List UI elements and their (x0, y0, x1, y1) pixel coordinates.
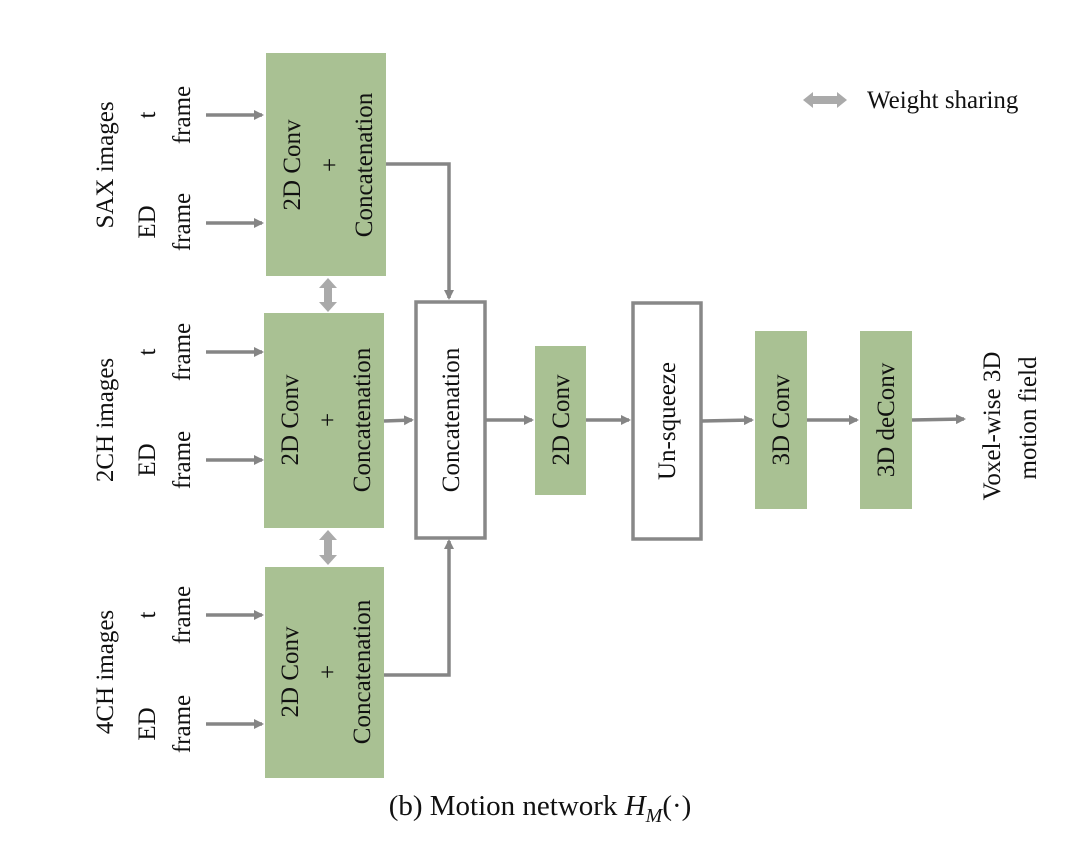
pipeline-label: 3D Conv (768, 374, 795, 465)
view-label: SAX images (92, 101, 119, 228)
encoder-block-sax: 2D Conv + Concatenation (266, 53, 386, 276)
pipeline-label: 3D deConv (873, 362, 900, 477)
frame-label: frame (169, 586, 196, 644)
encoder-line3: Concatenation (351, 92, 378, 237)
pipeline-3d-deconv: 3D deConv (860, 331, 912, 509)
figure-caption: (b) Motion network HM(·) (0, 790, 1080, 828)
view-label: 4CH images (92, 610, 119, 734)
input-group-4ch: 4CH images t frame ED frame (92, 586, 264, 753)
legend-label: Weight sharing (867, 87, 1019, 114)
connector-2ch-to-concat (383, 415, 414, 426)
connector-4ch-to-concat (384, 539, 454, 677)
frame-label: frame (169, 86, 196, 144)
frame-label: frame (169, 323, 196, 381)
frame-label: frame (169, 431, 196, 489)
output-line2: motion field (1015, 356, 1042, 479)
legend: Weight sharing (803, 87, 1019, 114)
encoder-plus: + (315, 665, 342, 679)
pipeline-concatenation: Concatenation (414, 300, 487, 540)
output-label: Voxel-wise 3D motion field (979, 352, 1042, 501)
encoder-line3: Concatenation (349, 347, 376, 492)
input-group-sax: SAX images t frame ED frame (92, 86, 264, 251)
ed-label: ED (134, 707, 161, 740)
ed-label: ED (134, 205, 161, 238)
weight-sharing-arrow (319, 278, 337, 312)
caption-math-subscript: M (645, 804, 663, 827)
caption-math-args: (·) (662, 790, 692, 822)
pipeline-unsqueeze: Un-squeeze (631, 301, 703, 541)
t-label: t (134, 111, 161, 118)
caption-prefix: (b) Motion network (388, 790, 625, 822)
encoder-line3: Concatenation (349, 599, 376, 744)
encoder-block-4ch: 2D Conv + Concatenation (265, 567, 384, 778)
caption-math-symbol: H (624, 790, 646, 822)
pipeline-label: Un-squeeze (654, 362, 681, 480)
frame-label: frame (169, 193, 196, 251)
encoder-plus: + (317, 158, 344, 172)
pipeline-3d-conv: 3D Conv (755, 331, 807, 509)
encoder-plus: + (315, 413, 342, 427)
encoder-line1: 2D Conv (277, 374, 304, 465)
view-label: 2CH images (92, 358, 119, 482)
t-label: t (134, 348, 161, 355)
arrow-unsqueeze-to-3dconv (701, 415, 754, 426)
double-arrow-icon (803, 92, 847, 108)
input-group-2ch: 2CH images t frame ED frame (92, 323, 264, 489)
encoder-line1: 2D Conv (277, 626, 304, 717)
pipeline-2d-conv: 2D Conv (535, 346, 586, 495)
encoder-line1: 2D Conv (279, 119, 306, 210)
encoder-block-2ch: 2D Conv + Concatenation (264, 313, 384, 528)
ed-label: ED (134, 443, 161, 476)
connector-sax-to-concat (386, 162, 454, 300)
pipeline-label: Concatenation (438, 347, 465, 492)
frame-label: frame (169, 695, 196, 753)
arrow-3ddeconv-to-output (911, 414, 966, 425)
t-label: t (134, 611, 161, 618)
pipeline-label: 2D Conv (548, 374, 575, 465)
weight-sharing-arrow (319, 530, 337, 565)
output-line1: Voxel-wise 3D (979, 352, 1006, 501)
